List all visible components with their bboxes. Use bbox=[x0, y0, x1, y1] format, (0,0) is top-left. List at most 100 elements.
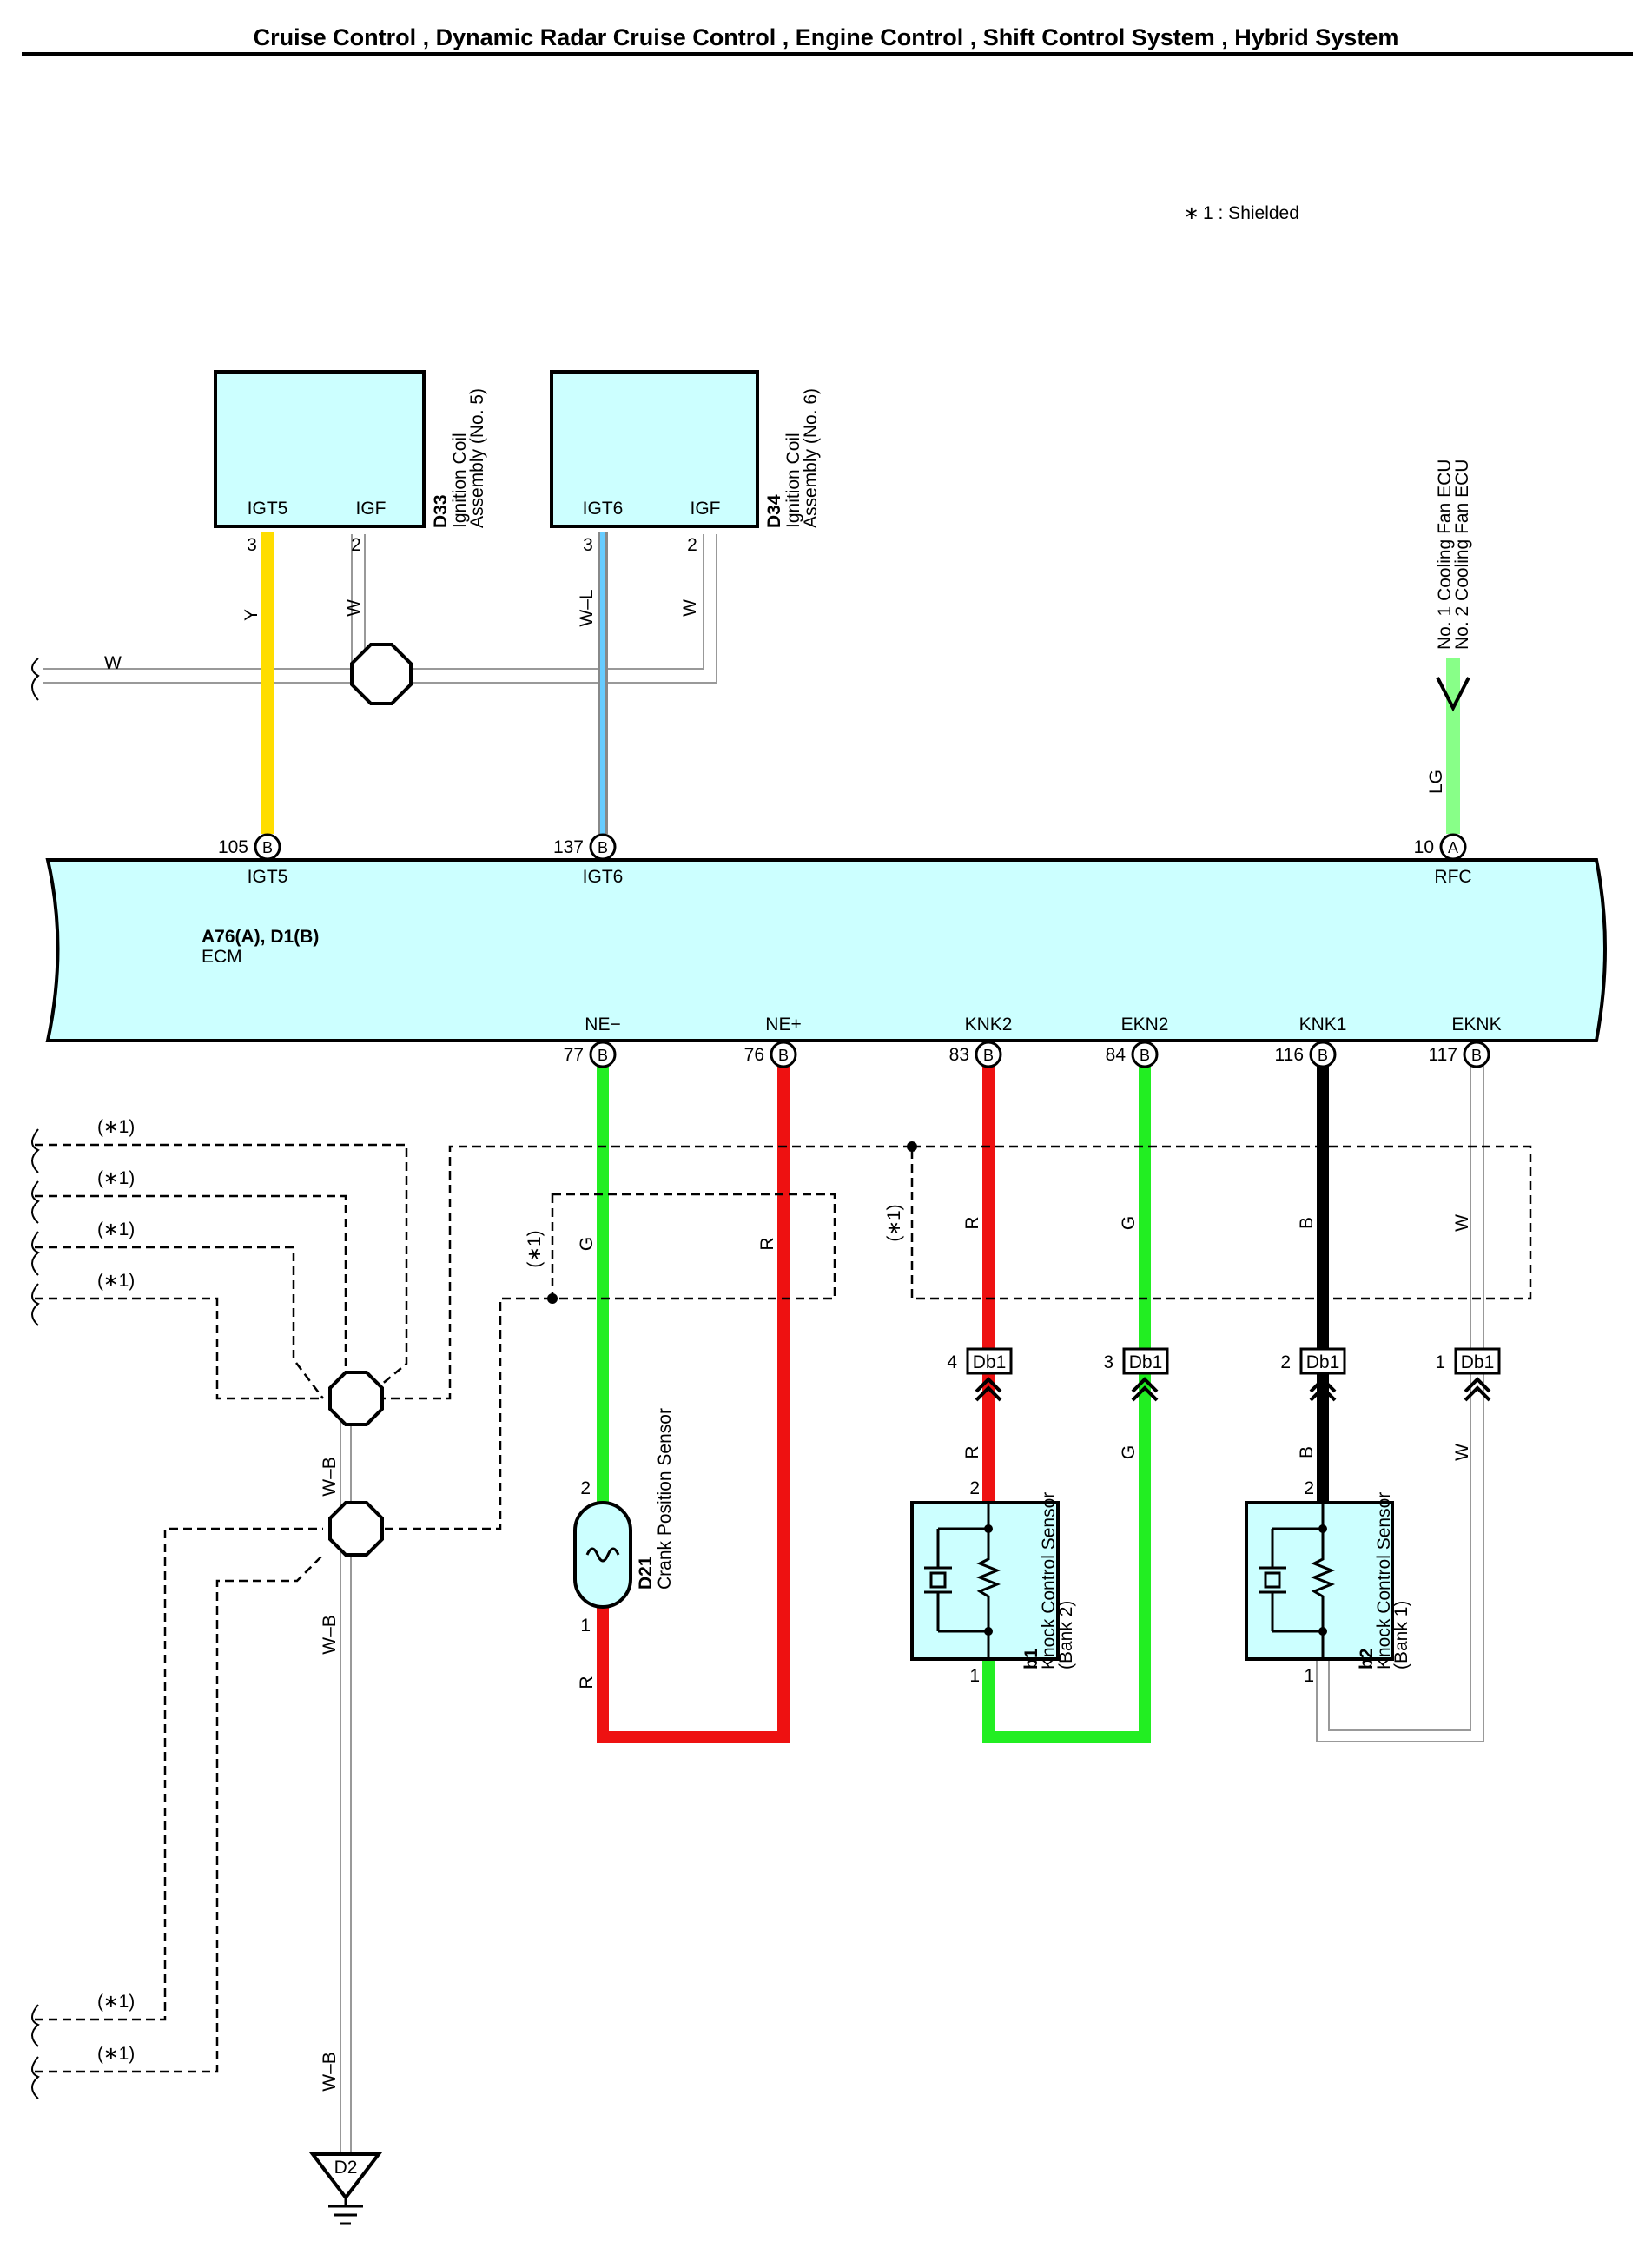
ground-d2: D2 bbox=[308, 2152, 383, 2225]
wire-label-y: Y bbox=[241, 609, 261, 621]
wire-label-wb-3: W–B bbox=[320, 2052, 340, 2092]
crank-pin-bottom: 1 bbox=[580, 1616, 591, 1636]
ecm-pin-igt6: B 137 IGT6 bbox=[553, 833, 624, 887]
knock-sensor-bank2: 2 1 b1 Knock Control Sensor (Bank 2) bbox=[910, 1478, 1076, 1686]
db1-pin-1: 1 bbox=[1435, 1352, 1445, 1372]
ecm-pin-ne-plus-label: NE+ bbox=[765, 1015, 801, 1035]
shield-legend: ∗ 1 : Shielded bbox=[1184, 203, 1299, 223]
wire-label-lg: LG bbox=[1426, 770, 1446, 794]
knock2-code: b1 bbox=[1021, 1648, 1041, 1669]
coil-d33-name2: Assembly (No. 5) bbox=[467, 388, 487, 528]
knock1-name: Knock Control Sensor bbox=[1374, 1492, 1394, 1669]
db1-name-2: Db1 bbox=[1129, 1352, 1163, 1372]
db1-pin-2: 2 bbox=[1280, 1352, 1291, 1372]
shield-drain-lines bbox=[35, 1143, 912, 2073]
wire-label-wb-1: W–B bbox=[320, 1457, 340, 1497]
crank-pin-top: 2 bbox=[580, 1478, 591, 1498]
ecm-pin-knk2: B 83 KNK2 bbox=[949, 1015, 1012, 1068]
fan-ecu-line1: No. 1 Cooling Fan ECU bbox=[1435, 459, 1455, 650]
ecm-pin-igt5: B 105 IGT5 bbox=[218, 833, 287, 887]
break-mark-igf bbox=[31, 658, 40, 701]
shield-label-5: (∗1) bbox=[97, 1992, 135, 2012]
coil-d34-name1: Ignition Coil bbox=[783, 433, 803, 528]
ecm-pin-ne-minus-num: 77 bbox=[564, 1045, 584, 1065]
coil-d33-num-b: 2 bbox=[351, 535, 361, 555]
coil-d34-code: D34 bbox=[764, 494, 784, 528]
ecm-pin-igt6-label: IGT6 bbox=[583, 867, 624, 887]
ecm-body: A76(A), D1(B) ECM bbox=[45, 858, 1607, 1042]
ecm-pin-knk1-label: KNK1 bbox=[1299, 1015, 1347, 1035]
fan-ecu-line2: No. 2 Cooling Fan ECU bbox=[1452, 459, 1472, 650]
ecm-pin-knk2-conn: B bbox=[983, 1047, 994, 1064]
wire-label-w-left: W bbox=[104, 653, 122, 673]
db1-name-1: Db1 bbox=[973, 1352, 1007, 1372]
left-break-marks bbox=[31, 1128, 40, 2099]
shield-label-3: (∗1) bbox=[97, 1220, 135, 1239]
knock2-name: Knock Control Sensor bbox=[1039, 1492, 1059, 1669]
ecm-pin-ekn2-conn: B bbox=[1140, 1047, 1150, 1064]
shield-box-crank bbox=[551, 1193, 836, 1300]
ecm-pin-eknk-conn: B bbox=[1471, 1047, 1482, 1064]
ecm-pin-ne-minus-label: NE− bbox=[585, 1015, 620, 1035]
crank-position-sensor: 2 1 D21 Crank Position Sensor bbox=[573, 1408, 675, 1636]
db1-pin-4: 4 bbox=[947, 1352, 957, 1372]
ekn2-wire bbox=[982, 1055, 1151, 1743]
shield-label-crank: (∗1) bbox=[525, 1230, 545, 1267]
wire-label-wl: W–L bbox=[577, 589, 597, 626]
coil-d34-pin-b: IGF bbox=[691, 499, 721, 519]
ecm-pin-igt6-conn: B bbox=[598, 839, 608, 856]
ecm-pin-knk2-num: 83 bbox=[949, 1045, 969, 1065]
ecm-pin-ekn2: B 84 EKN2 bbox=[1106, 1015, 1169, 1068]
ecm-pin-ne-minus: B 77 NE− bbox=[564, 1015, 621, 1068]
shield-label-2: (∗1) bbox=[97, 1168, 135, 1188]
ecm-pin-igt5-num: 105 bbox=[218, 837, 248, 857]
wire-label-w-eknk: W bbox=[1452, 1214, 1472, 1232]
knock-sensor-bank1: 2 1 b2 Knock Control Sensor (Bank 1) bbox=[1245, 1478, 1411, 1686]
shield-label-6: (∗1) bbox=[97, 2044, 135, 2064]
coil-d34-num-b: 2 bbox=[687, 535, 697, 555]
ecm-pin-knk1-num: 116 bbox=[1275, 1045, 1304, 1065]
knock1-sub: (Bank 1) bbox=[1391, 1601, 1411, 1669]
wire-label-g-crank: G bbox=[577, 1237, 597, 1251]
coil-d33-pin-a: IGT5 bbox=[248, 499, 288, 519]
wire-label-wb-2: W–B bbox=[320, 1615, 340, 1655]
ecm-pin-ekn2-label: EKN2 bbox=[1121, 1015, 1169, 1035]
db1-name-3: Db1 bbox=[1306, 1352, 1340, 1372]
knock2-pin-top: 2 bbox=[969, 1478, 980, 1498]
ecm-pin-ne-plus-num: 76 bbox=[744, 1045, 764, 1065]
wire-label-b-knk1: B bbox=[1297, 1217, 1317, 1229]
wire-label-w-igf5: W bbox=[344, 599, 364, 617]
db1-connector-eknk: Db1 1 bbox=[1435, 1347, 1501, 1402]
db1-connector-ekn2: Db1 3 bbox=[1103, 1347, 1169, 1402]
shield-box-knock bbox=[910, 1145, 1532, 1300]
ecm-pin-ne-plus: B 76 NE+ bbox=[744, 1015, 802, 1068]
ecm-code: A76(A), D1(B) bbox=[202, 927, 319, 947]
ecm-pin-igt5-conn: B bbox=[262, 839, 273, 856]
ecm-pin-rfc: A 10 RFC bbox=[1414, 833, 1472, 887]
rfc-arrow bbox=[1436, 677, 1470, 712]
ecm-pin-eknk: B 117 EKNK bbox=[1429, 1015, 1502, 1068]
ecm-pin-eknk-label: EKNK bbox=[1451, 1015, 1501, 1035]
wire-label-g-ekn2-lower: G bbox=[1119, 1445, 1139, 1459]
wire-label-b-knk1-lower: B bbox=[1297, 1446, 1317, 1458]
crank-name: Crank Position Sensor bbox=[655, 1408, 675, 1590]
coil-d33-pin-b: IGF bbox=[356, 499, 387, 519]
shield-label-4: (∗1) bbox=[97, 1271, 135, 1291]
shield-label-1: (∗1) bbox=[97, 1117, 135, 1137]
ecm-name: ECM bbox=[202, 947, 242, 967]
page-title: Cruise Control , Dynamic Radar Cruise Co… bbox=[254, 24, 1399, 50]
coil-d33: IGT5 IGF 3 2 D33 Ignition Coil Assembly … bbox=[214, 370, 487, 555]
ecm-pin-rfc-num: 10 bbox=[1414, 837, 1434, 857]
ground-splice-1 bbox=[328, 1371, 384, 1426]
coil-d34-name2: Assembly (No. 6) bbox=[801, 388, 821, 528]
coil-d34-num-a: 3 bbox=[583, 535, 593, 555]
wire-label-w-igf6: W bbox=[680, 599, 700, 617]
coil-d34-pin-a: IGT6 bbox=[583, 499, 624, 519]
ecm-pin-ne-plus-conn: B bbox=[778, 1047, 789, 1064]
ecm-pin-eknk-num: 117 bbox=[1429, 1045, 1457, 1065]
wire-label-r-crank-bottom: R bbox=[577, 1676, 597, 1689]
ecm-pin-rfc-conn: A bbox=[1448, 839, 1458, 856]
db1-pin-3: 3 bbox=[1103, 1352, 1113, 1372]
coil-d33-num-a: 3 bbox=[247, 535, 257, 555]
